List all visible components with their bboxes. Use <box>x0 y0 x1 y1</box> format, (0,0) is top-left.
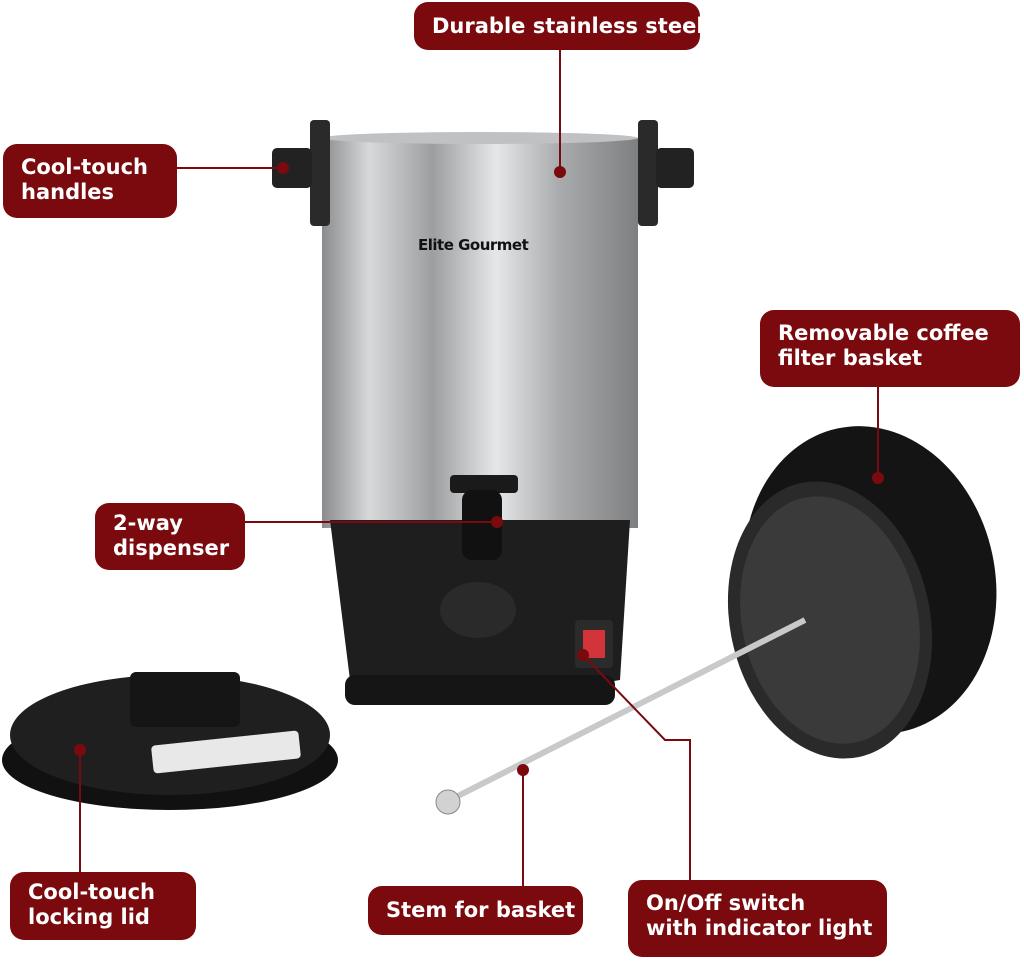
callout-text: Stem for basket <box>386 898 576 922</box>
callout-text: Cool-touch <box>21 155 148 179</box>
callout-text: Removable coffee <box>778 321 989 345</box>
callout-lines <box>79 50 879 886</box>
urn-body <box>322 132 638 705</box>
spigot <box>440 475 518 638</box>
lid <box>2 672 338 810</box>
stem <box>435 617 807 815</box>
handle-right <box>638 120 694 226</box>
callout-text: dispenser <box>113 536 230 560</box>
callout-text: with indicator light <box>646 916 873 940</box>
callout-text: 2-way <box>113 511 183 535</box>
callout-steel: Durable stainless steel <box>414 2 704 50</box>
callout-dots <box>74 162 884 776</box>
filter-basket <box>727 426 997 759</box>
power-switch <box>575 620 613 668</box>
callout-text: Cool-touch <box>28 880 155 904</box>
callout-text: filter basket <box>778 346 923 370</box>
callout-text: Durable stainless steel <box>432 14 704 38</box>
callout-text: locking lid <box>28 905 150 929</box>
callout-text: On/Off switch <box>646 891 806 915</box>
callout-stem: Stem for basket <box>368 886 583 935</box>
handle-left <box>272 120 330 226</box>
callout-text: handles <box>21 180 115 204</box>
brand-logo: Elite Gourmet <box>418 236 529 254</box>
